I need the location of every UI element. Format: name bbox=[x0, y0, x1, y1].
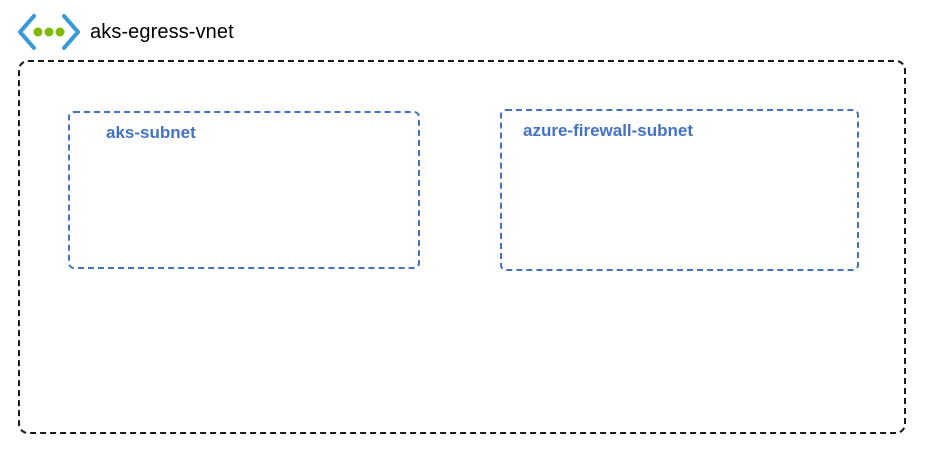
subnet-label: azure-firewall-subnet bbox=[523, 121, 694, 140]
vnet-title: aks-egress-vnet bbox=[90, 20, 234, 43]
vnet-boundary bbox=[18, 60, 906, 434]
vnet-header: aks-egress-vnet bbox=[16, 12, 234, 52]
subnet-azure-firewall: azure-firewall-subnet bbox=[500, 109, 859, 271]
subnet-label: aks-subnet bbox=[106, 123, 196, 142]
virtual-network-icon bbox=[18, 14, 80, 50]
subnet-aks: aks-subnet bbox=[68, 111, 420, 269]
